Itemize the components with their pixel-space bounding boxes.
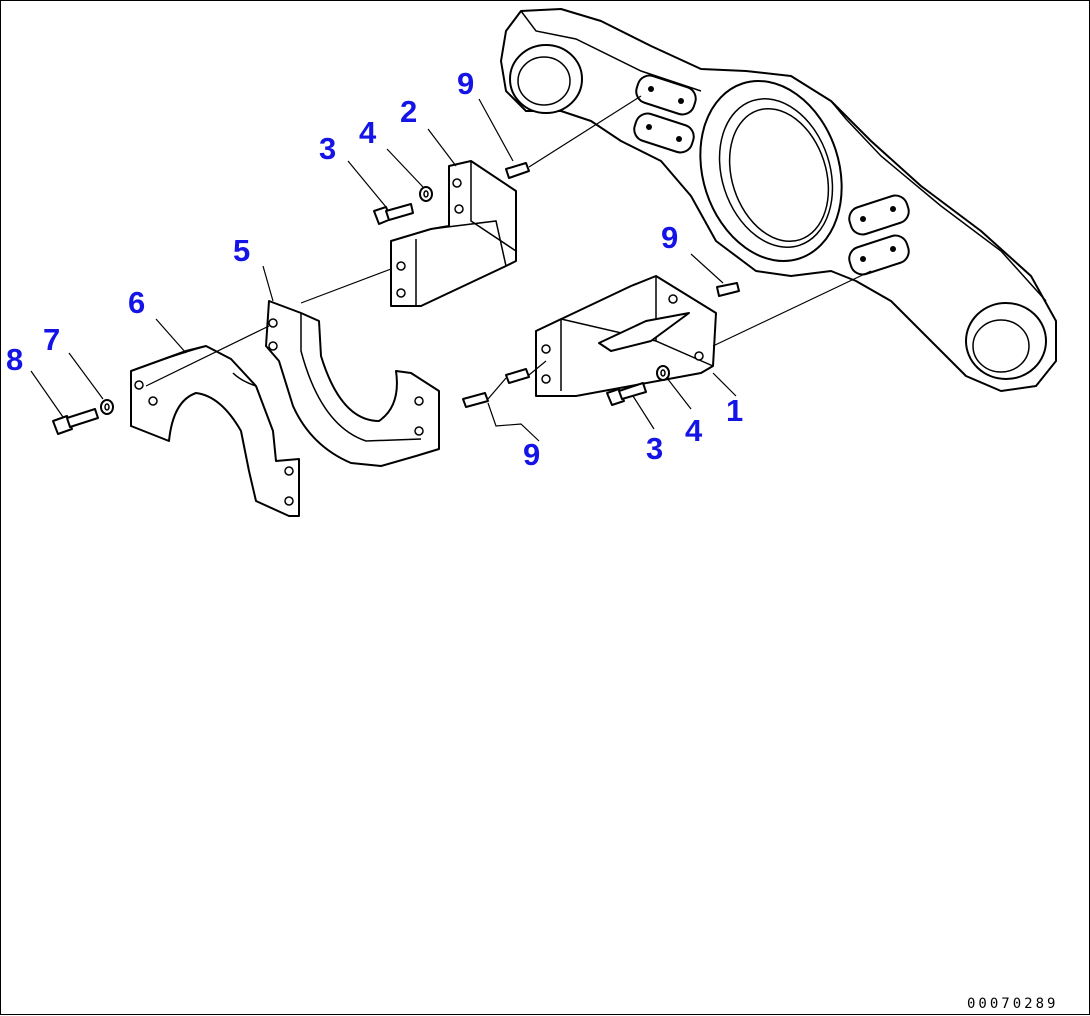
callout-5: 5	[233, 233, 250, 268]
callout-9-upper: 9	[457, 66, 474, 101]
pin-part-9-right	[716, 282, 740, 297]
callout-9-lower: 9	[523, 437, 540, 472]
bolt-part-3-upper	[373, 203, 414, 225]
callout-3-lower: 3	[646, 431, 663, 466]
callout-2: 2	[400, 94, 417, 129]
callout-8: 8	[6, 342, 23, 377]
guard-plate-part-6	[130, 345, 300, 517]
washer-part-4-upper	[419, 186, 433, 202]
washer-part-7	[100, 399, 114, 415]
callout-4-upper: 4	[359, 115, 377, 150]
callout-9-right: 9	[661, 220, 678, 255]
bolt-part-3-lower	[606, 382, 647, 406]
document-number: 00070289	[967, 996, 1058, 1012]
equalizer-bar	[500, 8, 1057, 392]
callout-1: 1	[726, 393, 743, 428]
callout-7: 7	[43, 322, 60, 357]
callout-6: 6	[128, 285, 145, 320]
callout-labels: 1 2 3 3 4 4 5 6 7 8 9 9 9	[6, 66, 743, 472]
callout-3-upper: 3	[319, 131, 336, 166]
bracket-part-2	[390, 160, 517, 307]
bolt-part-8	[52, 408, 99, 435]
guard-plate-part-5	[265, 300, 440, 467]
leader-lines	[30, 98, 737, 442]
bracket-part-1	[535, 275, 717, 397]
washer-part-4-lower	[656, 365, 670, 381]
pin-part-9-upper	[505, 162, 530, 179]
callout-4-lower: 4	[685, 413, 703, 448]
assembly-lines	[145, 95, 872, 400]
pin-part-9-lower	[462, 368, 530, 408]
